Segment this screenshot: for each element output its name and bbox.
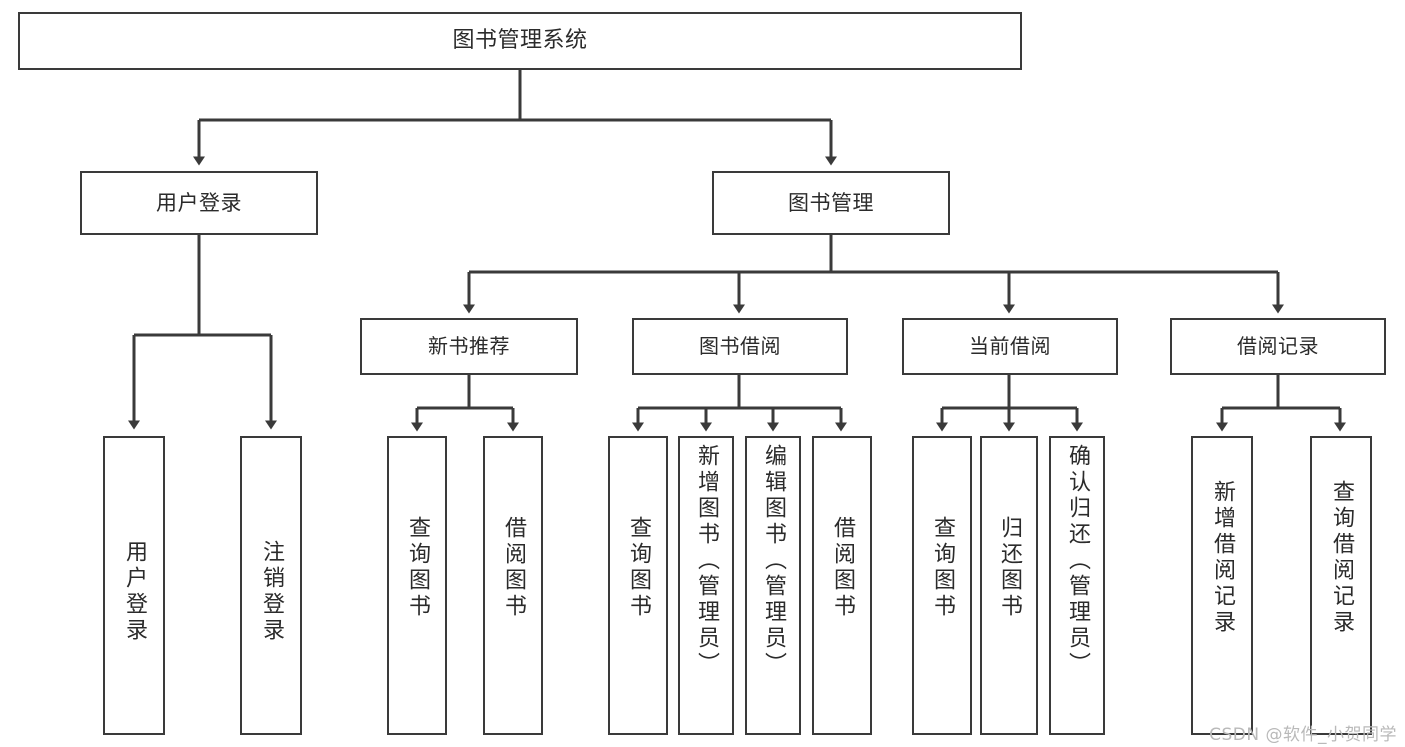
leaf-borrow-add-book[interactable]: 新增图书（管理员） xyxy=(678,436,734,735)
leaf-new-book-query[interactable]: 查询图书 xyxy=(387,436,447,735)
leaf-current-confirm-return-label: 确认归还（管理员） xyxy=(1064,444,1090,678)
leaf-current-return-book[interactable]: 归还图书 xyxy=(980,436,1038,735)
leaf-user-login-signout[interactable]: 注销登录 xyxy=(240,436,302,735)
leaf-borrow-query-book[interactable]: 查询图书 xyxy=(608,436,668,735)
node-new-book-recommend-label: 新书推荐 xyxy=(428,334,510,358)
leaf-borrow-edit-book-label: 编辑图书（管理员） xyxy=(760,444,786,678)
leaf-user-login-signout-label: 注销登录 xyxy=(258,540,284,644)
node-current-borrow-label: 当前借阅 xyxy=(969,334,1051,358)
leaf-current-return-book-label: 归还图书 xyxy=(996,516,1022,620)
leaf-new-book-borrow-label: 借阅图书 xyxy=(500,516,526,620)
node-book-management[interactable]: 图书管理 xyxy=(712,171,950,235)
leaf-records-query[interactable]: 查询借阅记录 xyxy=(1310,436,1372,735)
leaf-borrow-edit-book[interactable]: 编辑图书（管理员） xyxy=(745,436,801,735)
node-book-borrow-label: 图书借阅 xyxy=(699,334,781,358)
leaf-borrow-borrow-book[interactable]: 借阅图书 xyxy=(812,436,872,735)
node-root[interactable]: 图书管理系统 xyxy=(18,12,1022,70)
leaf-new-book-borrow[interactable]: 借阅图书 xyxy=(483,436,543,735)
leaf-records-query-label: 查询借阅记录 xyxy=(1328,480,1354,636)
leaf-user-login-signin-label: 用户登录 xyxy=(121,540,147,644)
node-user-login-label: 用户登录 xyxy=(156,190,242,215)
node-book-management-label: 图书管理 xyxy=(788,190,874,215)
node-new-book-recommend[interactable]: 新书推荐 xyxy=(360,318,578,375)
leaf-user-login-signin[interactable]: 用户登录 xyxy=(103,436,165,735)
node-borrow-records[interactable]: 借阅记录 xyxy=(1170,318,1386,375)
node-user-login[interactable]: 用户登录 xyxy=(80,171,318,235)
leaf-borrow-borrow-book-label: 借阅图书 xyxy=(829,516,855,620)
node-borrow-records-label: 借阅记录 xyxy=(1237,334,1319,358)
leaf-records-add[interactable]: 新增借阅记录 xyxy=(1191,436,1253,735)
leaf-records-add-label: 新增借阅记录 xyxy=(1209,480,1235,636)
leaf-new-book-query-label: 查询图书 xyxy=(404,516,430,620)
leaf-borrow-add-book-label: 新增图书（管理员） xyxy=(693,444,719,678)
node-current-borrow[interactable]: 当前借阅 xyxy=(902,318,1118,375)
leaf-current-confirm-return[interactable]: 确认归还（管理员） xyxy=(1049,436,1105,735)
leaf-current-query-book[interactable]: 查询图书 xyxy=(912,436,972,735)
node-book-borrow[interactable]: 图书借阅 xyxy=(632,318,848,375)
node-root-label: 图书管理系统 xyxy=(452,28,588,54)
watermark-text: CSDN @软件_小贺同学 xyxy=(1209,725,1397,745)
leaf-borrow-query-book-label: 查询图书 xyxy=(625,516,651,620)
leaf-current-query-book-label: 查询图书 xyxy=(929,516,955,620)
